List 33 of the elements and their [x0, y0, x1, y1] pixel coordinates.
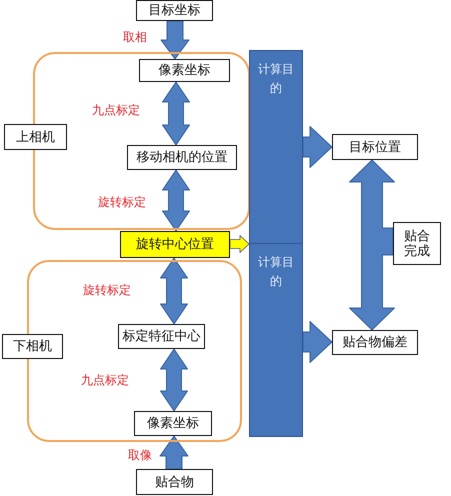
- edge-label: 九点标定: [92, 103, 140, 117]
- process-box: 像素坐标: [134, 411, 212, 436]
- edge-label: 旋转标定: [98, 195, 146, 209]
- vertical-bar: [249, 50, 303, 244]
- bar-text: 计算目的: [257, 254, 295, 290]
- process-box: 目标坐标: [136, 0, 213, 21]
- double-block-arrow: [160, 258, 188, 324]
- process-box: 目标位置: [332, 134, 418, 160]
- edge-label: 九点标定: [81, 373, 129, 387]
- double-block-arrow: [160, 348, 188, 412]
- vertical-bar: [249, 243, 303, 437]
- block-arrow: [302, 126, 332, 168]
- double-block-arrow: [162, 170, 190, 232]
- edge-label: 取相: [123, 30, 147, 44]
- edge-label: 旋转标定: [83, 283, 131, 297]
- process-box: 贴合物偏差: [332, 330, 418, 355]
- process-box: 移动相机的位置: [127, 145, 237, 170]
- block-arrow: [160, 20, 190, 60]
- bar-text: 计算目的: [257, 61, 295, 97]
- section-label: 上相机: [4, 124, 67, 150]
- block-arrow: [230, 235, 250, 253]
- double-block-arrow: [349, 160, 395, 330]
- highlight-box: 旋转中心位置: [120, 231, 230, 258]
- process-box: 贴合物: [136, 469, 213, 495]
- block-arrow: [160, 436, 188, 470]
- process-box: 标定特征中心: [118, 324, 205, 349]
- section-label: 下相机: [2, 334, 63, 359]
- connector-stub: [381, 228, 394, 256]
- block-arrow: [302, 321, 332, 363]
- double-block-arrow: [162, 82, 190, 146]
- process-box: 像素坐标: [139, 59, 230, 82]
- edge-label: 取像: [128, 448, 152, 462]
- process-box: 贴合完成: [393, 222, 441, 265]
